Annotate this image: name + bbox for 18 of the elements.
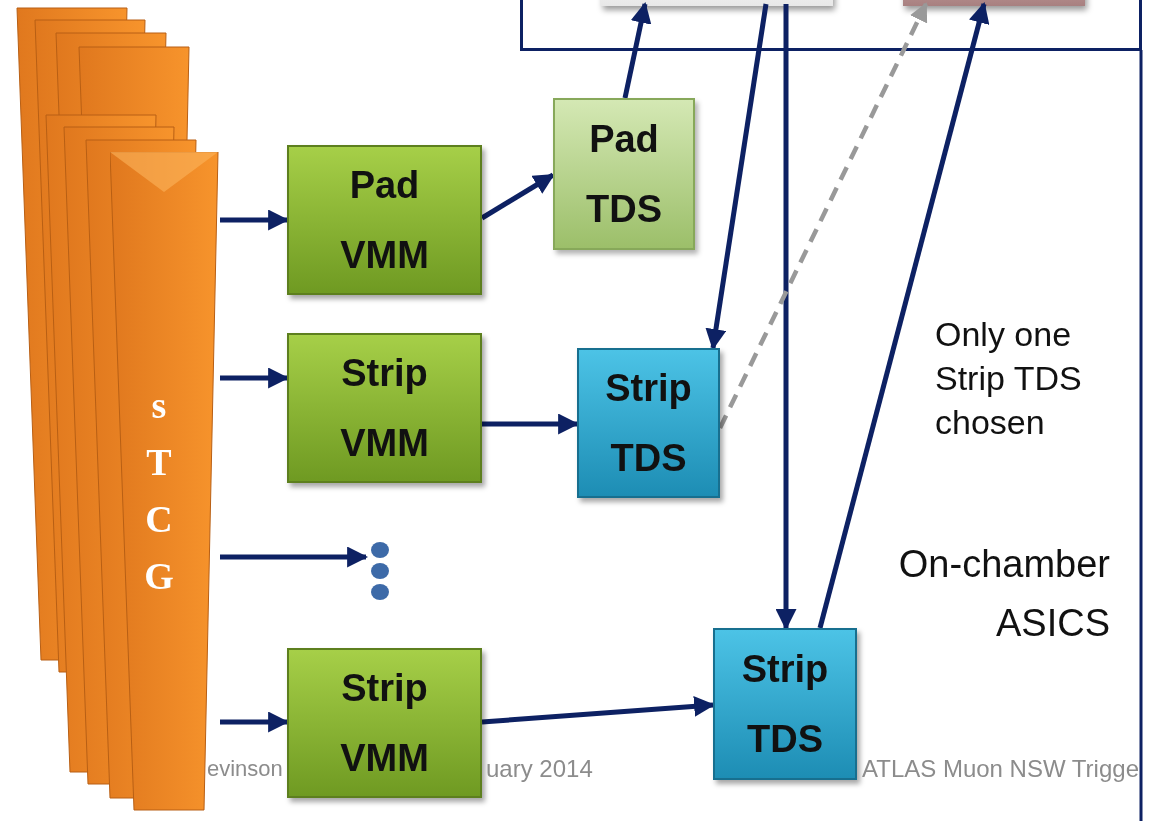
tds-box (713, 628, 857, 780)
box-label: Strip TDS (605, 366, 692, 481)
note-text: Only one Strip TDS chosen (935, 314, 1083, 444)
tds-box (553, 98, 695, 250)
box-label: Strip VMM (340, 666, 429, 781)
footer-text: ATLAS Muon NSW Trigge (862, 755, 1137, 784)
vmm-box (287, 333, 482, 483)
box-label: Pad VMM (340, 163, 429, 278)
vmm-box (287, 145, 482, 295)
box-label: Strip TDS (741, 647, 829, 762)
box-label: Pad TDS (586, 117, 662, 232)
box-label: Strip VMM (340, 351, 429, 466)
vmm-box (287, 648, 482, 798)
vertical-label: sTCG (143, 383, 175, 599)
tds-box (577, 348, 720, 498)
footer-text: uary 2014 (486, 755, 594, 784)
footer-text: evinson (207, 756, 284, 783)
section-label: On-chamber ASICS (897, 542, 1110, 646)
